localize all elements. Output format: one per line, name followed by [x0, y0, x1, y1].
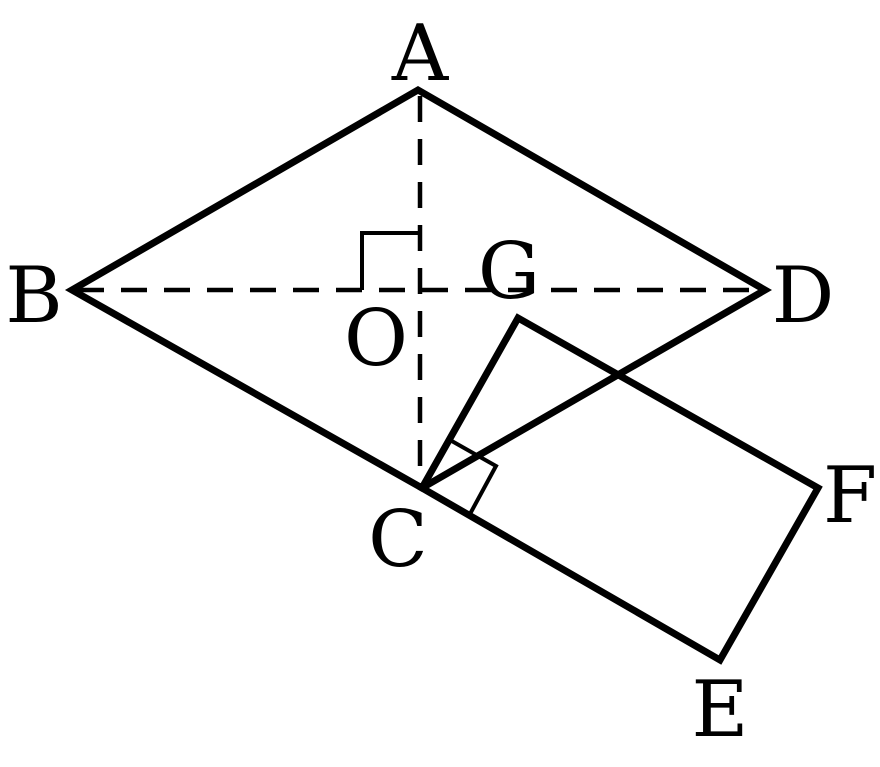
label-e: E [692, 665, 749, 755]
right-angle-mark-o [360, 231, 420, 290]
label-c: C [368, 495, 428, 585]
label-o: O [344, 294, 408, 384]
rectangle-cefg [417, 313, 823, 665]
right-angle-mark-c [449, 438, 499, 515]
label-d: D [772, 251, 835, 341]
label-f: F [823, 451, 877, 541]
label-a: A [391, 9, 450, 99]
label-b: B [5, 251, 62, 341]
label-g: G [478, 227, 540, 317]
